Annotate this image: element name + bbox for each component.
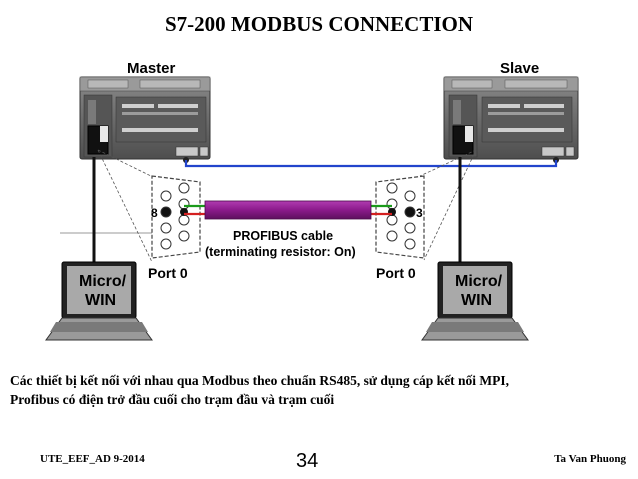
laptop-right-line2: WIN	[461, 292, 492, 309]
master-label: Master	[127, 60, 176, 77]
master-db9-connector: 8	[151, 175, 201, 259]
modbus-connection-diagram: Master Slave	[45, 60, 579, 341]
laptop-left-line2: WIN	[85, 292, 116, 309]
pin-label-left: 8	[151, 206, 158, 220]
laptop-right-line1: Micro/	[455, 273, 503, 290]
footer-left: UTE_EEF_AD 9-2014	[40, 453, 145, 465]
slave-laptop: Micro/ WIN	[421, 261, 529, 341]
slave-db9-connector: 3	[375, 175, 425, 259]
caption-line1: Các thiết bị kết nối với nhau qua Modbus…	[10, 373, 510, 388]
modbus-link-line	[184, 160, 558, 168]
master-laptop: Micro/ WIN	[45, 261, 153, 341]
slave-label: Slave	[500, 60, 539, 77]
laptop-left-line1: Micro/	[79, 273, 127, 290]
slave-plc: Slave	[443, 60, 579, 163]
page-number: 34	[296, 450, 319, 472]
master-port-label: Port 0	[148, 265, 188, 281]
footer-right: Ta Van Phuong	[554, 453, 626, 465]
master-plc: Master	[79, 60, 211, 163]
cable-label-line1: PROFIBUS cable	[233, 229, 333, 243]
slide-title: S7-200 MODBUS CONNECTION	[164, 12, 474, 36]
pin-label-right: 3	[416, 206, 423, 220]
caption-line2: Profibus có điện trở đầu cuối cho trạm đ…	[10, 392, 335, 407]
slave-port-label: Port 0	[376, 265, 416, 281]
zoom-guide-lines	[97, 149, 477, 263]
caption: Các thiết bị kết nối với nhau qua Modbus…	[10, 371, 630, 409]
profibus-cable	[184, 200, 392, 220]
cable-label-line2: (terminating resistor: On)	[205, 245, 356, 259]
